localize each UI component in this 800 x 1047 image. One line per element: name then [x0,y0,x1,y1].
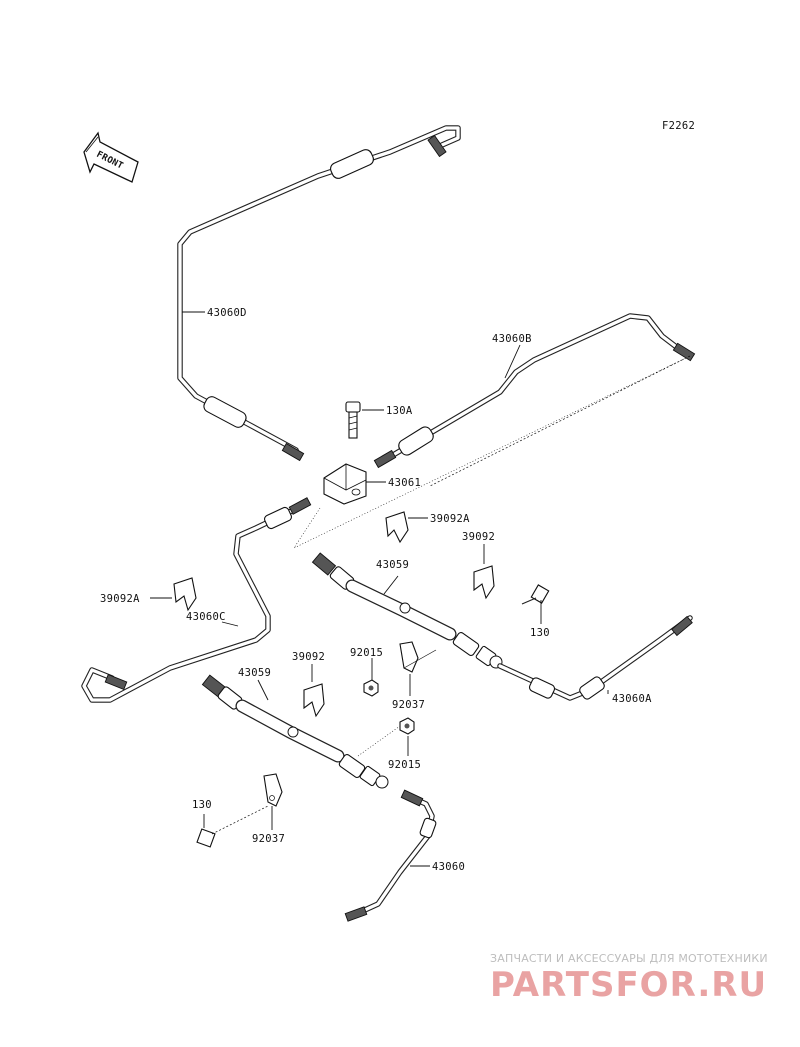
figure-code: F2262 [662,120,695,132]
watermark-logo: PARTSFOR.RU [490,965,767,1005]
label-92037-bot: 92037 [252,833,285,845]
label-39092A-top: 39092A [430,513,470,525]
brake-pipe-43060B [373,313,696,469]
label-92015-top: 92015 [350,647,383,659]
label-92037-top: 92037 [392,699,425,711]
bolt-130A [345,401,361,439]
grommet-upper [330,149,374,179]
clip-39092A-left [173,577,197,612]
junction-block-43061 [323,463,367,505]
grommet-lower [203,396,247,428]
label-43061: 43061 [388,477,421,489]
label-130-left: 130 [192,799,212,811]
label-43060D: 43060D [207,307,247,319]
brake-pipe-43060C [81,497,312,703]
label-92015-bot: 92015 [388,759,421,771]
label-39092-mid: 39092 [292,651,325,663]
nut-92015-lower [399,717,415,735]
brake-hose-43059-upper [311,552,503,669]
front-arrow-icon: FRONT [83,131,139,183]
clip-39092-top [473,565,495,600]
clip-39092-mid [303,683,325,718]
label-39092A-left: 39092A [100,593,140,605]
fitting-43060B-junction [373,449,397,469]
bolt-130-right [521,584,550,605]
fitting-43060B-end [672,342,696,362]
fitting-top-end [427,134,447,158]
watermark-caption: ЗАПЧАСТИ И АКСЕССУАРЫ ДЛЯ МОТОТЕХНИКИ [490,952,768,965]
label-43059-bot: 43059 [238,667,271,679]
fitting-43060C-junction [288,497,312,515]
clamp-92037-lower [263,773,283,807]
label-43060: 43060 [432,861,465,873]
grommet-43060C [264,506,292,530]
bolt-130-left [196,805,269,848]
brake-hose-43059-lower [201,674,389,789]
brake-pipe-43060A [497,615,693,701]
label-130-right: 130 [530,627,550,639]
label-43060B: 43060B [492,333,532,345]
grommet-43060B [398,426,434,456]
label-39092-top: 39092 [462,531,495,543]
label-43060A: 43060A [612,693,652,705]
clamp-92037-upper [399,641,437,673]
brake-pipe-43060D [177,125,461,462]
brake-pipe-43060 [344,789,437,922]
clip-39092A-top [385,511,409,544]
label-43059-top: 43059 [376,559,409,571]
nut-92015-upper [363,679,379,697]
label-130A: 130A [386,405,413,417]
fitting-junction-end [281,442,305,462]
label-43060C: 43060C [186,611,226,623]
fitting-43060C-end [104,673,128,691]
